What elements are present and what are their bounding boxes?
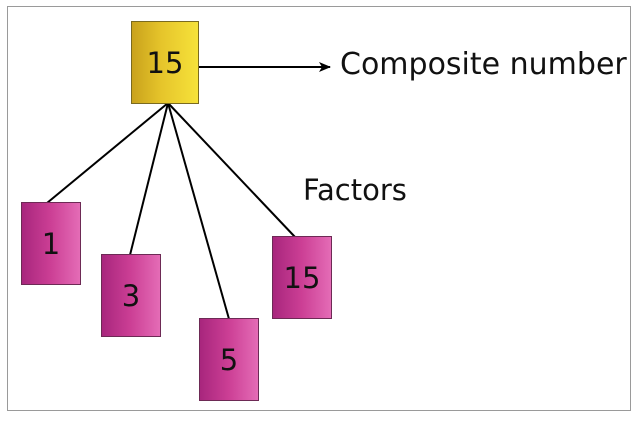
branch-to-factor-15 (167, 102, 296, 238)
composite-number-box: 15 (131, 21, 199, 104)
factors-label: Factors (303, 173, 407, 207)
branch-to-factor-5 (167, 102, 230, 320)
branch-to-factor-3 (129, 102, 169, 256)
composite-number-value: 15 (146, 45, 184, 80)
factor-box-15: 15 (272, 236, 332, 319)
factor-value: 5 (219, 342, 239, 377)
composite-number-label: Composite number (340, 47, 627, 82)
factor-value: 15 (283, 260, 321, 295)
factor-box-5: 5 (199, 318, 259, 401)
diagram-frame (7, 6, 631, 411)
factor-box-1: 1 (21, 202, 81, 285)
factor-value: 1 (41, 226, 61, 261)
branch-to-factor-1 (46, 102, 169, 204)
factor-value: 3 (121, 278, 141, 313)
factor-box-3: 3 (101, 254, 161, 337)
